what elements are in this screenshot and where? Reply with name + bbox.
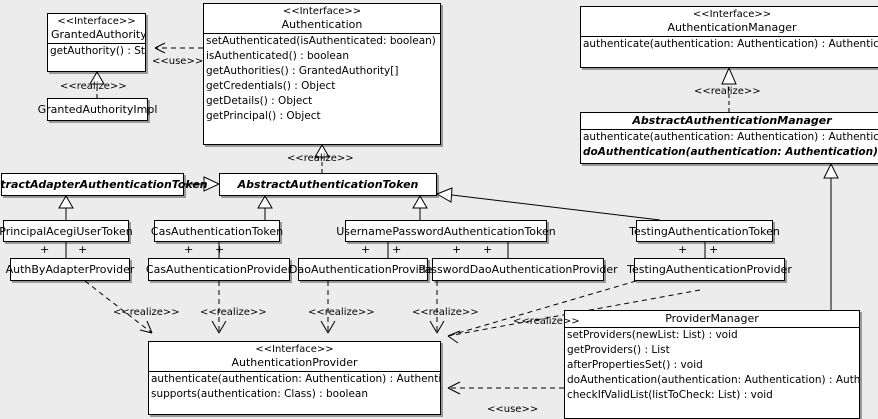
class-member: authenticate(authentication: Authenticat… — [583, 38, 878, 50]
class-member: getAuthorities() : GrantedAuthority[] — [206, 65, 399, 77]
edge-label-realize-cas-provider: <<realize>> — [200, 307, 267, 318]
edge-label-realize-password-dao-provider: <<realize>> — [412, 307, 479, 318]
edge-label-use-granted-authority: <<use>> — [152, 56, 204, 67]
edge-principal-acegi-user-token-extends-abstract-adapter-token — [58, 195, 74, 220]
class-member: getProviders() : List — [567, 344, 670, 356]
association-visibility-marker: + — [40, 243, 50, 256]
class-member: getCredentials() : Object — [206, 80, 336, 92]
class-username-password-authentication-token[interactable]: UsernamePasswordAuthenticationToken — [336, 220, 556, 242]
edge-label-realize-abstract-authentication-manager: <<realize>> — [694, 86, 761, 97]
class-name: TestingAuthenticationProvider — [627, 263, 792, 276]
class-name: AbstractAuthenticationToken — [237, 178, 419, 191]
class-dao-authentication-provider[interactable]: DaoAuthenticationProvider — [289, 258, 437, 281]
class-member: isAuthenticated() : boolean — [206, 50, 349, 62]
class-auth-by-adapter-provider[interactable]: AuthByAdapterProvider — [6, 258, 134, 281]
class-abstract-authentication-token[interactable]: AbstractAuthenticationToken — [219, 173, 437, 196]
class-name: AuthByAdapterProvider — [5, 263, 135, 276]
class-header: ProviderManager — [565, 311, 859, 327]
class-member: doAuthentication(authentication: Authent… — [567, 374, 859, 386]
class-password-dao-authentication-provider[interactable]: PasswordDaoAuthenticationProvider — [418, 258, 618, 281]
stereotype-label: <<Interface>> — [255, 344, 334, 355]
class-header: <<Interface>> AuthenticationProvider — [149, 342, 440, 371]
class-name: TestingAuthenticationToken — [629, 224, 780, 238]
edge-label-use-provider-manager: <<use>> — [487, 404, 539, 415]
class-name: AbstractAdapterAuthenticationToken — [0, 178, 208, 191]
class-name: AuthenticationManager — [667, 21, 797, 34]
class-authentication[interactable]: <<Interface>> Authentication setAuthenti… — [203, 3, 441, 145]
class-name: PasswordDaoAuthenticationProvider — [418, 263, 618, 276]
class-name: AuthenticationProvider — [231, 356, 358, 369]
edge-cas-authentication-token-extends-abstract-authentication-token — [257, 195, 273, 220]
class-name: UsernamePasswordAuthenticationToken — [336, 224, 556, 238]
edge-label-realize-dao-provider: <<realize>> — [308, 307, 375, 318]
edge-label-realize-abstract-authentication-token: <<realize>> — [287, 153, 354, 164]
class-member: afterPropertiesSet() : void — [567, 359, 703, 371]
class-name: ProviderManager — [665, 312, 759, 325]
association-visibility-marker: + — [78, 243, 88, 256]
class-member: doAuthentication(authentication: Authent… — [583, 146, 878, 158]
class-member: getAuthority() : String — [50, 45, 145, 57]
class-name: GrantedAuthorityImpl — [37, 103, 158, 116]
association-visibility-marker: + — [361, 243, 371, 256]
association-visibility-marker: + — [483, 243, 493, 256]
class-header: AbstractAuthenticationManager — [581, 113, 878, 129]
class-name: GrantedAuthority — [51, 28, 147, 41]
class-abstract-authentication-manager[interactable]: AbstractAuthenticationManager authentica… — [580, 112, 878, 164]
edge-testing-authentication-token-extends-abstract-authentication-token — [435, 187, 661, 221]
edge-authentication-uses-granted-authority — [154, 42, 203, 54]
association-visibility-marker: + — [392, 243, 402, 256]
class-name: CasAuthenticationProvider — [145, 263, 293, 276]
class-authentication-provider[interactable]: <<Interface>> AuthenticationProvider aut… — [148, 341, 441, 415]
class-member: setAuthenticated(isAuthenticated: boolea… — [206, 35, 440, 47]
member-compartment: setAuthenticated(isAuthenticated: boolea… — [204, 33, 440, 124]
class-member: authenticate(authentication: Authenticat… — [583, 131, 878, 143]
association-visibility-marker: + — [215, 243, 225, 256]
member-compartment: getAuthority() : String — [48, 43, 145, 59]
class-abstract-adapter-authentication-token[interactable]: AbstractAdapterAuthenticationToken — [0, 173, 208, 196]
class-header: <<Interface>> GrantedAuthority — [48, 14, 147, 43]
class-authentication-manager[interactable]: <<Interface>> AuthenticationManager auth… — [580, 6, 878, 68]
class-member: setProviders(newList: List) : void — [567, 329, 738, 341]
edge-provider-manager-extends-abstract-authentication-manager — [823, 162, 839, 310]
class-testing-authentication-provider[interactable]: TestingAuthenticationProvider — [627, 258, 792, 281]
association-visibility-marker: + — [709, 243, 719, 256]
class-member: getDetails() : Object — [206, 95, 313, 107]
edge-label-realize-auth-by-adapter-provider: <<realize>> — [113, 307, 180, 318]
class-member: authenticate(authentication: Authenticat… — [151, 373, 440, 385]
association-visibility-marker: + — [184, 243, 194, 256]
member-compartment: authenticate(authentication: Authenticat… — [149, 371, 440, 402]
class-granted-authority-impl[interactable]: GrantedAuthorityImpl — [38, 98, 157, 121]
member-compartment: authenticate(authentication: Authenticat… — [581, 36, 878, 52]
class-name: CasAuthenticationToken — [150, 224, 284, 238]
class-header: <<Interface>> Authentication — [204, 4, 440, 33]
class-testing-authentication-token[interactable]: TestingAuthenticationToken — [629, 220, 780, 242]
edge-label-realize-granted-authority-impl: <<realize>> — [60, 81, 127, 92]
class-provider-manager[interactable]: ProviderManager setProviders(newList: Li… — [564, 310, 860, 419]
class-granted-authority[interactable]: <<Interface>> GrantedAuthority getAuthor… — [47, 13, 147, 72]
edge-username-password-token-extends-abstract-authentication-token — [412, 195, 428, 220]
association-visibility-marker: + — [678, 243, 688, 256]
class-name: Authentication — [281, 18, 363, 31]
member-compartment: setProviders(newList: List) : void getPr… — [565, 327, 859, 403]
edge-label-realize-provider-manager: <<realize>> — [513, 316, 580, 327]
class-header: <<Interface>> AuthenticationManager — [581, 7, 878, 36]
class-name: DaoAuthenticationProvider — [289, 263, 437, 276]
class-principal-acegi-user-token[interactable]: PrincipalAcegiUserToken — [0, 220, 133, 242]
class-member: getPrincipal() : Object — [206, 110, 321, 122]
class-member: checkIfValidList(listToCheck: List) : vo… — [567, 389, 773, 401]
stereotype-label: <<Interface>> — [692, 9, 772, 20]
class-name: PrincipalAcegiUserToken — [0, 224, 133, 238]
class-member: supports(authentication: Class) : boolea… — [151, 388, 368, 400]
member-compartment: authenticate(authentication: Authenticat… — [581, 129, 878, 160]
stereotype-label: <<Interface>> — [57, 16, 136, 27]
association-visibility-marker: + — [452, 243, 462, 256]
class-cas-authentication-token[interactable]: CasAuthenticationToken — [151, 220, 283, 242]
class-cas-authentication-provider[interactable]: CasAuthenticationProvider — [146, 258, 292, 281]
stereotype-label: <<Interface>> — [282, 6, 362, 17]
class-name: AbstractAuthenticationManager — [632, 114, 832, 127]
